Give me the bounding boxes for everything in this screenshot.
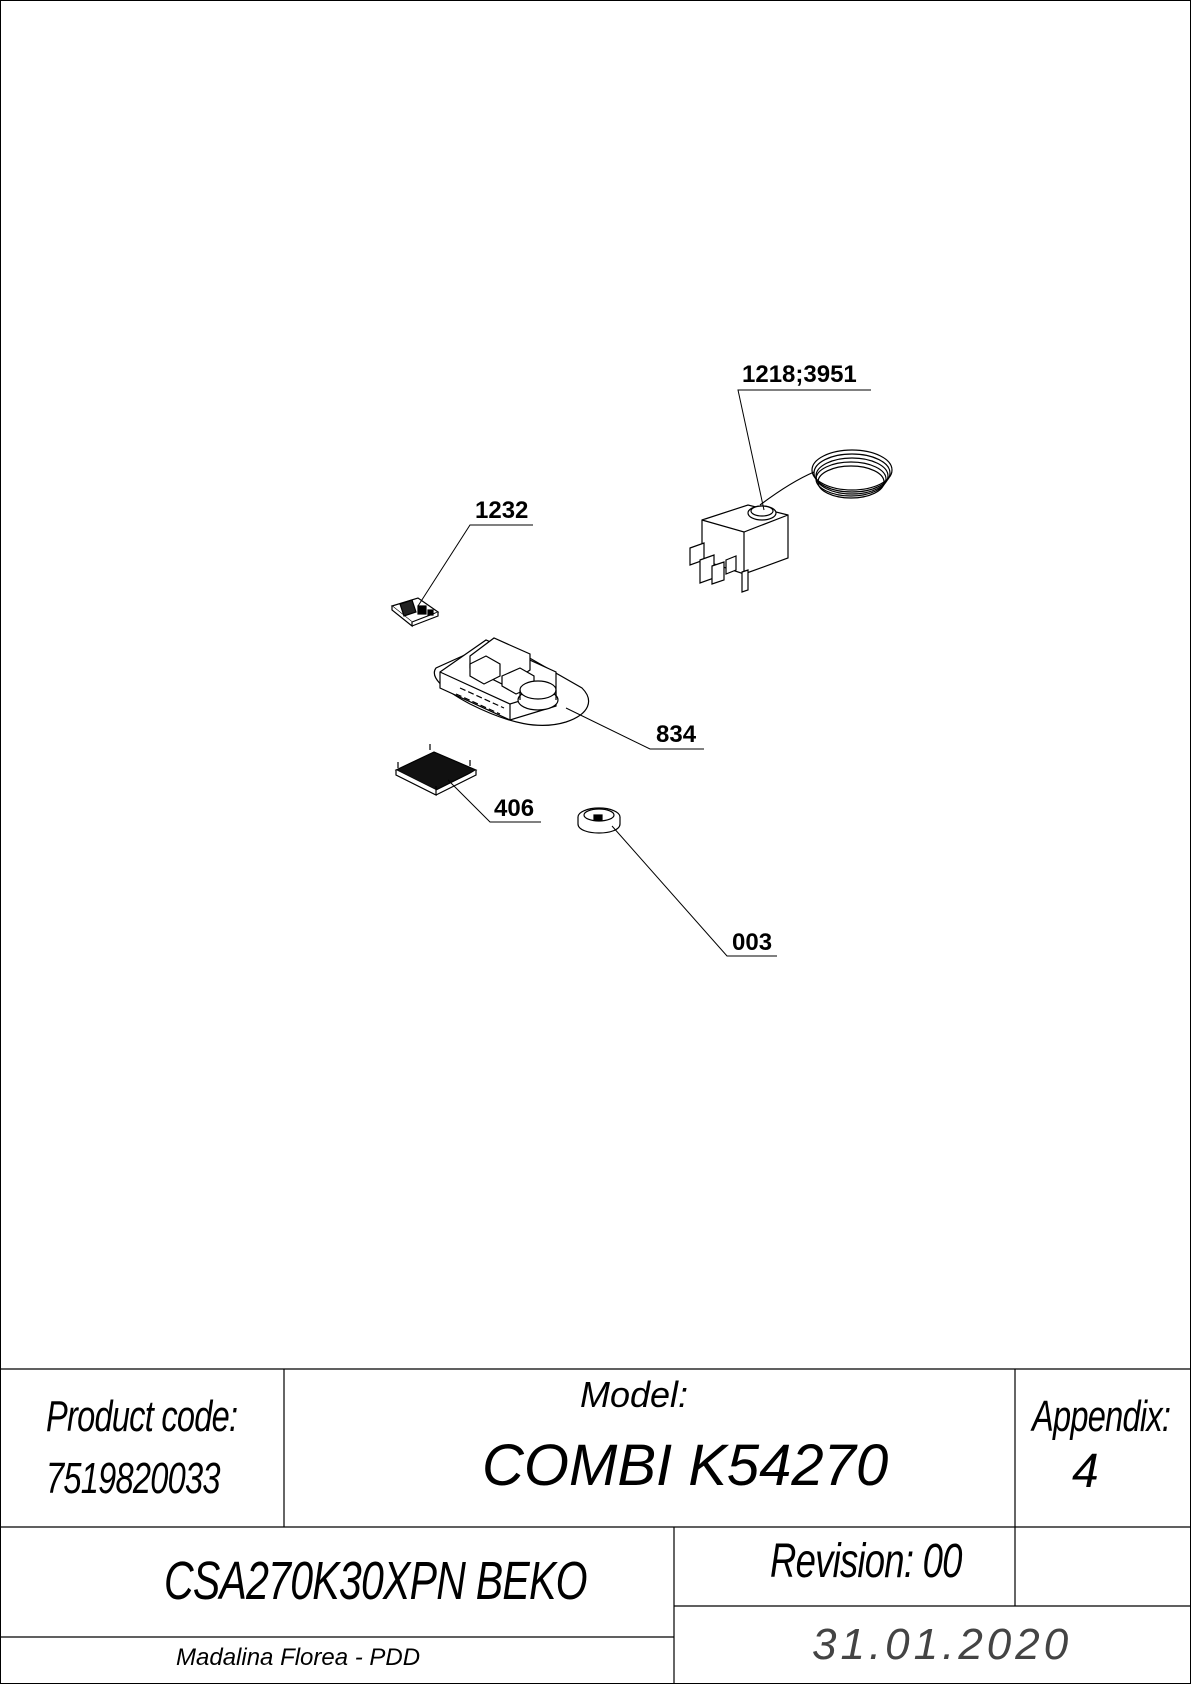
- revision: Revision: 00: [770, 1535, 962, 1588]
- product-code-value: 7519820033: [46, 1454, 220, 1503]
- author: Madalina Florea - PDD: [176, 1644, 421, 1671]
- title-block-grid: [0, 1368, 1191, 1684]
- callout-1218-3951: 1218;3951: [742, 361, 857, 388]
- product-code-label: Product code:: [46, 1392, 238, 1441]
- appendix-value: 4: [1072, 1445, 1099, 1498]
- part-lamp-housing: [433, 637, 590, 727]
- leader-406: [447, 779, 541, 823]
- product-name: CSA270K30XPN BEKO: [164, 1551, 588, 1611]
- part-pcb: [390, 597, 440, 628]
- callout-1232: 1232: [475, 497, 528, 524]
- callout-003: 003: [732, 929, 772, 956]
- leader-834: [565, 707, 704, 750]
- leader-003: [611, 825, 777, 957]
- callout-834: 834: [656, 721, 697, 748]
- model-value: COMBI K54270: [482, 1433, 889, 1498]
- leader-1218: [737, 389, 871, 511]
- leader-1232: [417, 524, 533, 607]
- part-lamp-cap: [577, 807, 621, 834]
- appendix-label: Appendix:: [1032, 1392, 1171, 1441]
- model-label: Model:: [580, 1374, 689, 1415]
- leader-lines: [417, 389, 871, 957]
- callout-406: 406: [494, 795, 534, 822]
- revision-date: 31.01.2020: [812, 1620, 1073, 1669]
- part-grille-cover: [394, 744, 478, 796]
- part-thermostat: [689, 449, 893, 593]
